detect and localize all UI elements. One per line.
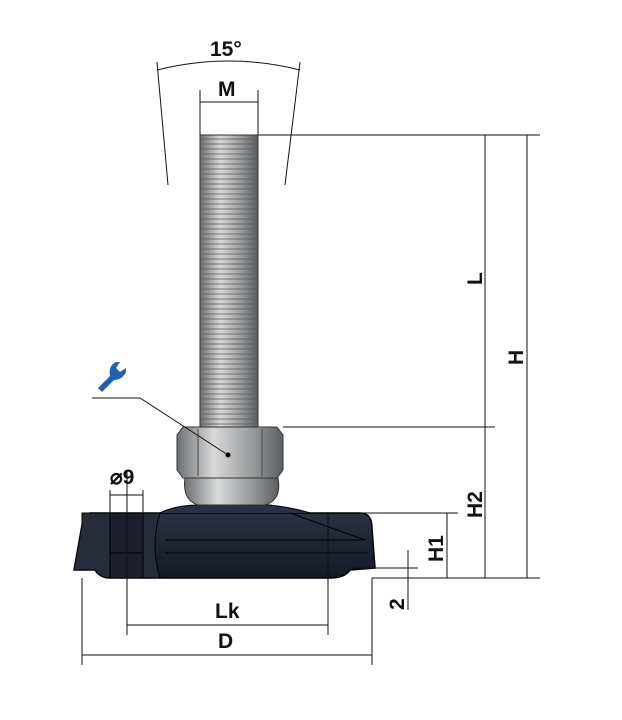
h1-label: H1 (425, 535, 448, 562)
wrench-icon (98, 362, 126, 392)
ball-joint (184, 477, 280, 506)
h-label: H (505, 350, 528, 365)
l-label: L (464, 272, 487, 285)
lk-label: Lk (215, 600, 240, 623)
hex-nut (176, 426, 284, 479)
clearance-label: 2 (386, 598, 409, 610)
rubber-base (73, 504, 376, 579)
h2-label: H2 (464, 491, 487, 518)
threaded-stud (199, 134, 259, 428)
d-label: D (218, 630, 233, 653)
thread-label: M (218, 78, 236, 101)
hole-diameter-label: ⌀9 (110, 466, 134, 489)
angle-label: 15° (210, 38, 242, 61)
